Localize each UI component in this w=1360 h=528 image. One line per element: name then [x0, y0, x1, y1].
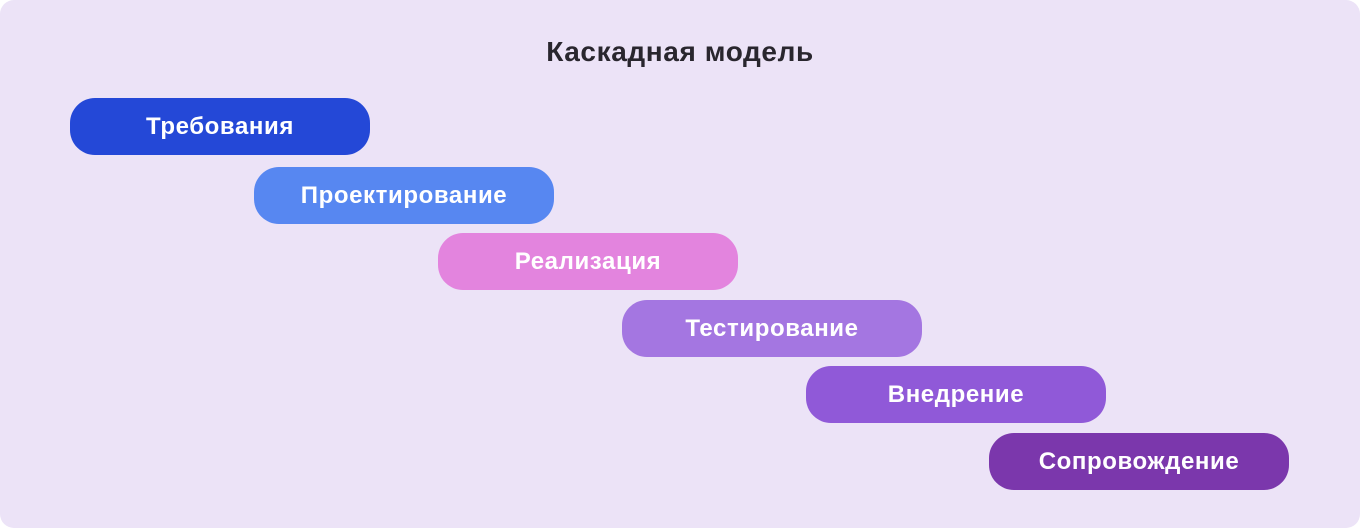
stage-maintenance: Сопровождение	[989, 433, 1289, 490]
diagram-title: Каскадная модель	[546, 36, 814, 67]
stage-requirements-label: Требования	[146, 112, 294, 140]
stage-design: Проектирование	[254, 167, 554, 224]
stage-testing: Тестирование	[622, 300, 922, 357]
stage-testing-label: Тестирование	[685, 314, 859, 342]
stage-requirements: Требования	[70, 98, 370, 155]
stage-implementation: Реализация	[438, 233, 738, 290]
stage-design-label: Проектирование	[300, 181, 508, 209]
stage-maintenance-label: Сопровождение	[1038, 447, 1240, 475]
stage-implementation-label: Реализация	[514, 247, 662, 275]
stage-deployment-label: Внедрение	[887, 380, 1025, 408]
stage-deployment: Внедрение	[806, 366, 1106, 423]
